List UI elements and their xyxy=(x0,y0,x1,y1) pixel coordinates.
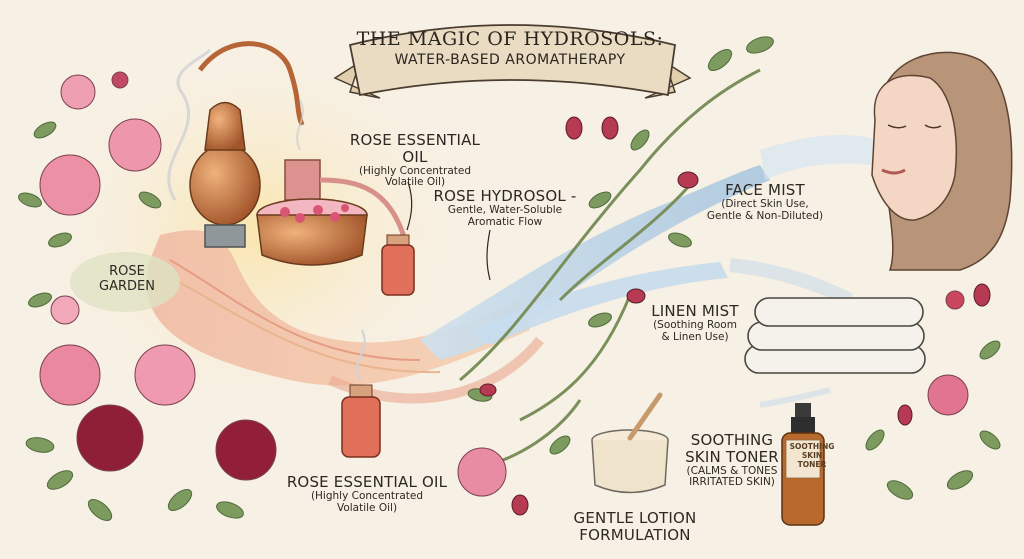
label-sub: (Highly Concentrated xyxy=(358,164,472,177)
linen-mist-label: LINEN MIST (Soothing Room & Linen Use) xyxy=(640,303,750,343)
essential-oil-label-bottom: ROSE ESSENTIAL OIL (Highly Concentrated … xyxy=(282,474,452,514)
label-sub: Gentle & Non-Diluted) xyxy=(706,209,824,222)
rose-garden-line-1: ROSE xyxy=(109,264,145,279)
folded-towels xyxy=(744,297,926,374)
title-banner xyxy=(333,24,692,99)
label-title: GENTLE LOTION xyxy=(573,509,697,527)
label-sub: Aromatic Flow xyxy=(467,215,543,228)
label-title: SOOTHING xyxy=(690,431,774,449)
label-sub: & Linen Use) xyxy=(661,330,729,343)
rose-garden-line-2: GARDEN xyxy=(99,278,155,294)
title-line-1: THE MAGIC OF HYDROSOLS: xyxy=(356,28,664,50)
label-sub: (Direct Skin Use, xyxy=(721,197,809,210)
bottle-label-line: SKIN xyxy=(801,451,823,460)
face-mist-label: FACE MIST (Direct Skin Use, Gentle & Non… xyxy=(690,182,840,222)
label-sub: Volatile Oil) xyxy=(384,176,446,189)
label-sub: Volatile Oil) xyxy=(336,501,398,514)
rose-garden-bush xyxy=(18,71,277,521)
label-sub: (Soothing Room xyxy=(653,318,737,331)
woman-portrait xyxy=(871,51,1013,271)
right-roses xyxy=(927,290,969,416)
label-title: FACE MIST xyxy=(725,181,805,199)
garden-clearing xyxy=(70,252,180,312)
bottle-label-line: TONER xyxy=(797,460,827,469)
rosebuds xyxy=(479,116,991,516)
label-sub: IRRITATED SKIN) xyxy=(689,476,775,489)
toner-bottle-label: SOOTHING SKIN TONER xyxy=(784,442,840,469)
pointer-lines xyxy=(406,181,491,281)
copper-still xyxy=(167,41,408,266)
label-sub: Gentle, Water-Soluble xyxy=(447,203,563,216)
lotion-jar xyxy=(591,392,669,494)
lotion-label: GENTLE LOTION FORMULATION xyxy=(565,510,705,544)
label-title: ROSE HYDROSOL - xyxy=(433,187,577,205)
label-sub: (Highly Concentrated xyxy=(310,489,424,502)
title-line-2: WATER-BASED AROMATHERAPY xyxy=(394,52,626,68)
toner-spray-bottle xyxy=(781,403,825,526)
right-leaves xyxy=(865,340,1001,500)
pink-rose xyxy=(457,447,507,497)
label-title: ROSE ESSENTIAL OIL xyxy=(286,473,448,491)
hydrosol-flow xyxy=(420,135,900,408)
essential-oil-label-top: ROSE ESSENTIAL OIL (Highly Concentrated … xyxy=(340,132,490,189)
label-title: SKIN TONER xyxy=(685,447,779,466)
skin-toner-label: SOOTHING SKIN TONER (CALMS & TONES IRRIT… xyxy=(682,432,782,489)
essential-oil-bottle-top xyxy=(381,234,415,296)
bottle-label-line: SOOTHING xyxy=(789,442,835,451)
rose-hydrosol-label: ROSE HYDROSOL - Gentle, Water-Soluble Ar… xyxy=(425,188,585,228)
label-title: FORMULATION xyxy=(579,525,691,544)
label-sub: (CALMS & TONES xyxy=(686,464,778,477)
label-title: ROSE ESSENTIAL OIL xyxy=(349,131,481,166)
essential-oil-bottle-bottom xyxy=(341,329,381,458)
leaves xyxy=(467,36,774,455)
label-title: LINEN MIST xyxy=(651,302,739,320)
rose-vines xyxy=(459,68,761,472)
title-banner-text: THE MAGIC OF HYDROSOLS: WATER-BASED AROM… xyxy=(350,28,670,68)
rose-garden-label: ROSE GARDEN xyxy=(92,264,162,295)
